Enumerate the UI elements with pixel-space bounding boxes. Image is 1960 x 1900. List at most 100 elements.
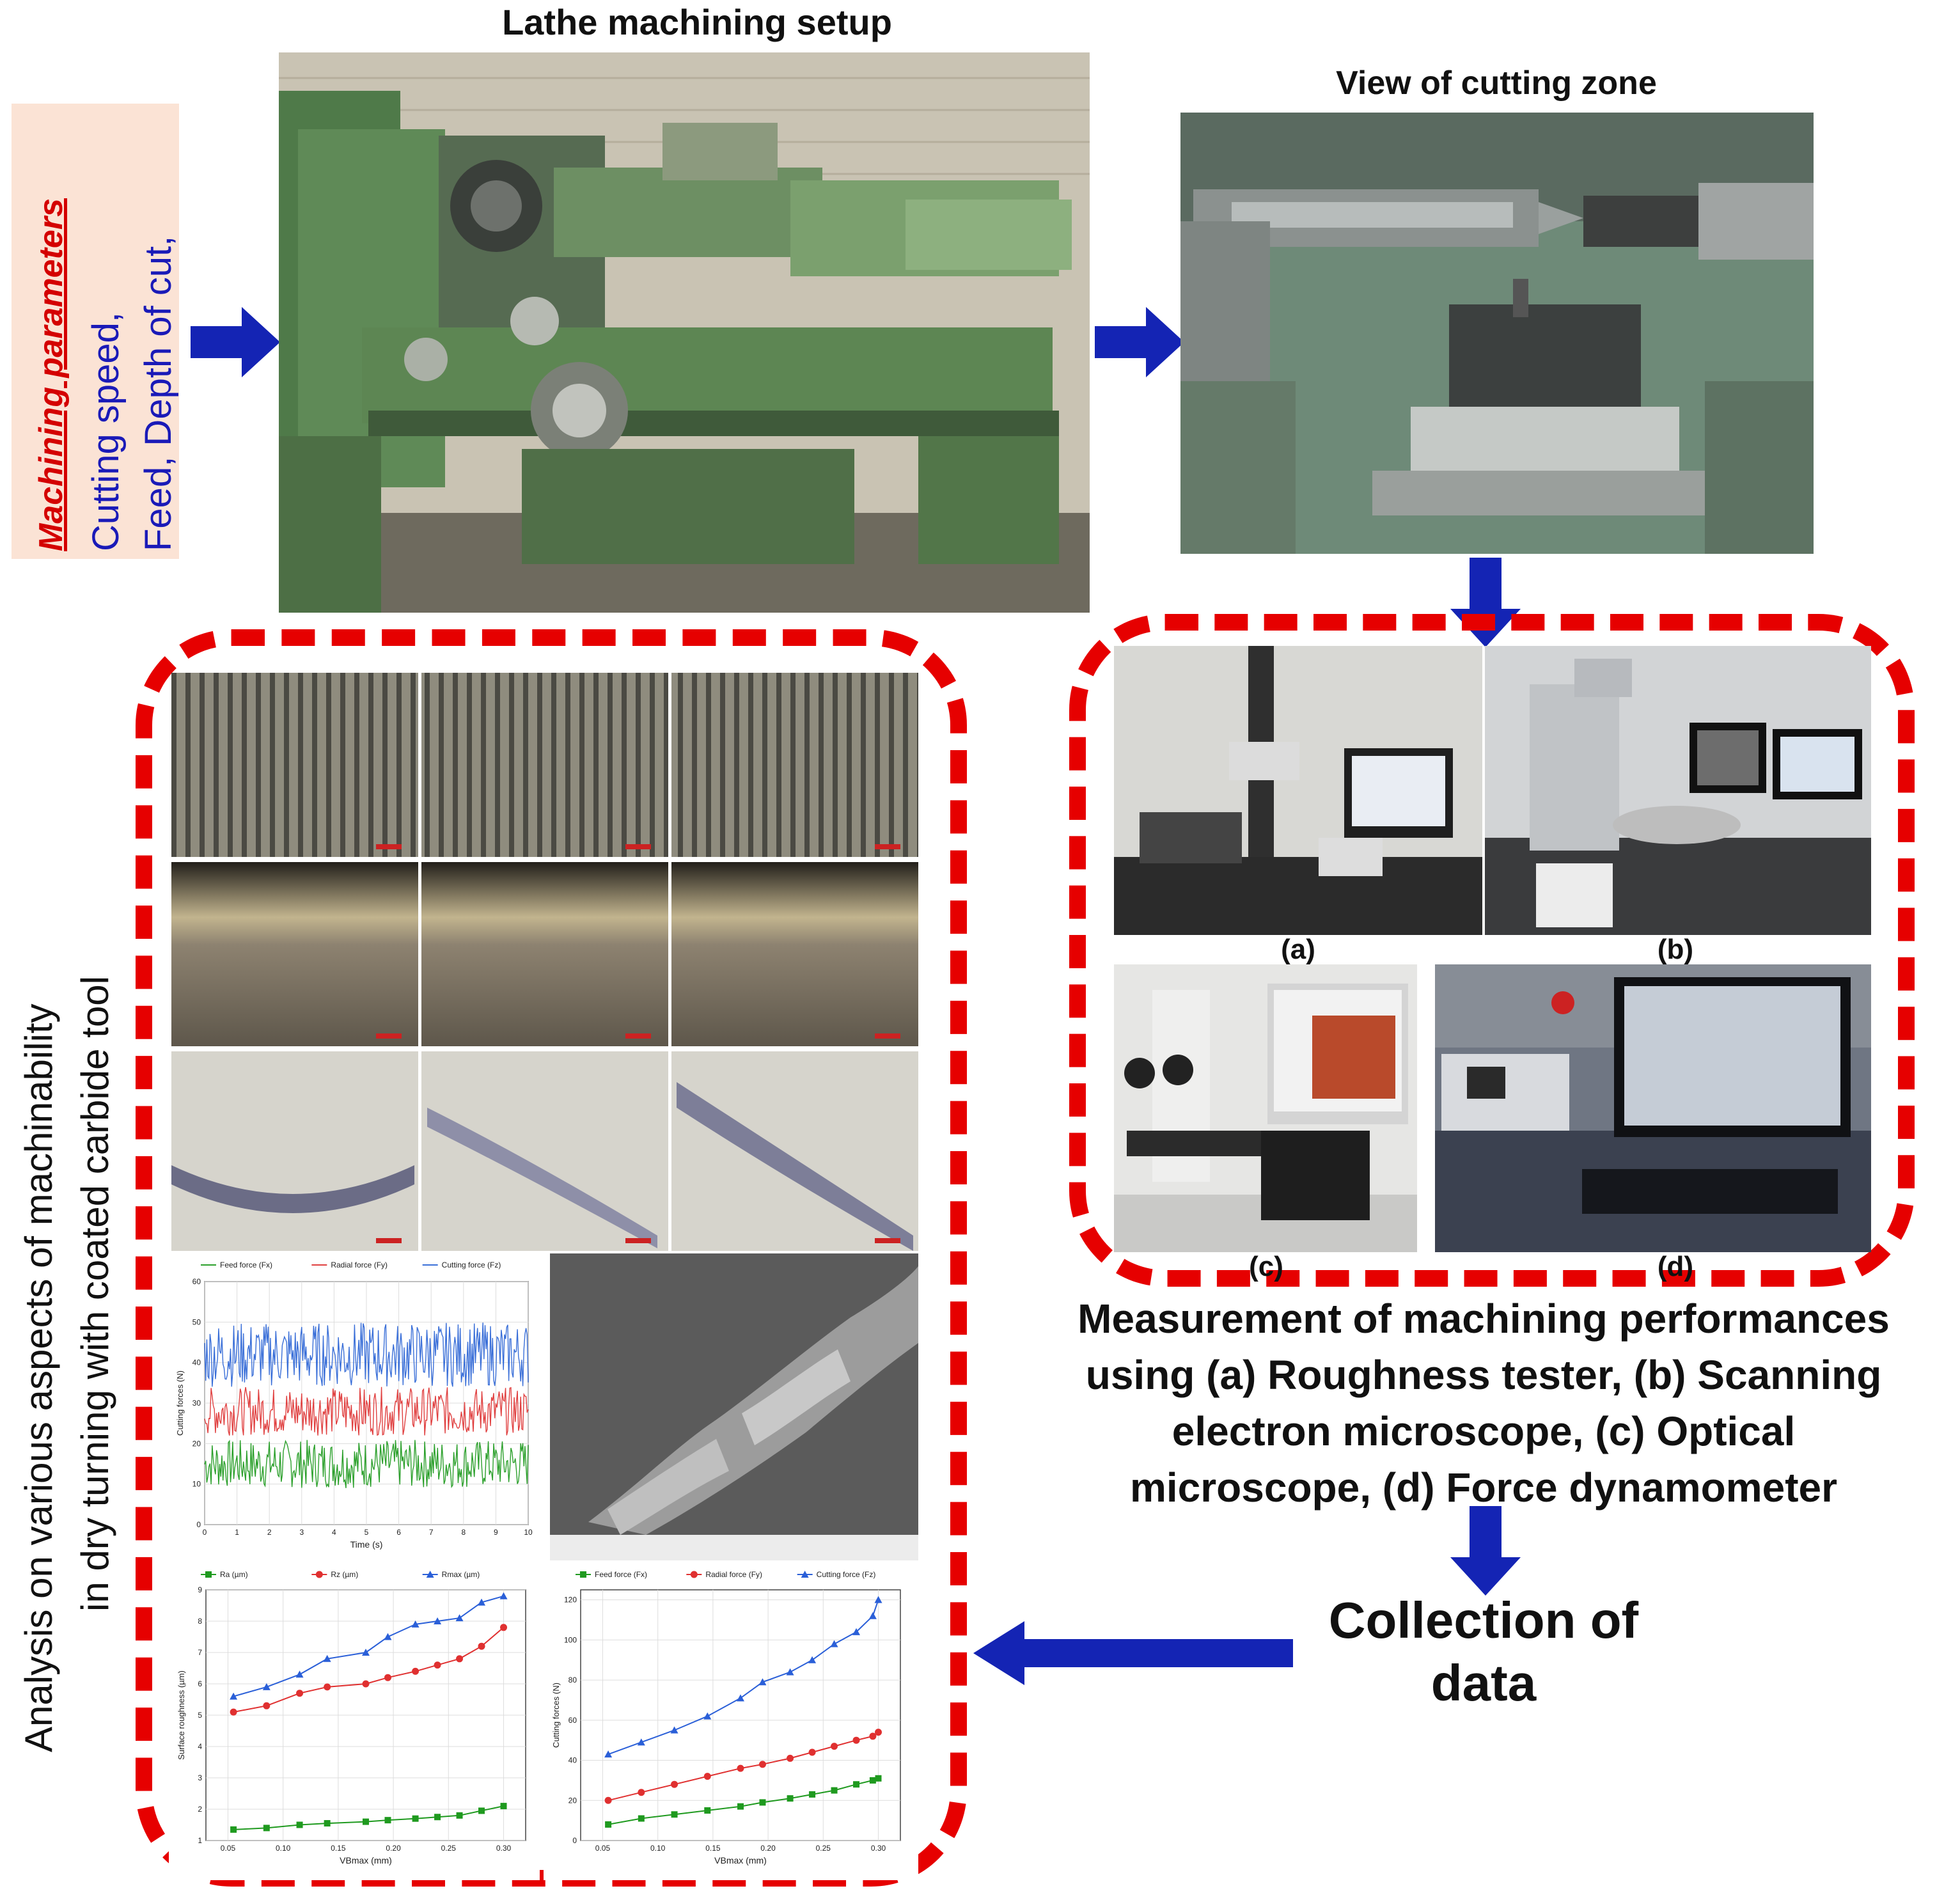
x-tick-label: 6 [396,1528,401,1537]
x-tick-label: 9 [494,1528,498,1537]
data-point [434,1617,442,1624]
label-b: (b) [1657,934,1694,965]
data-point [323,1654,331,1662]
data-point [384,1633,392,1640]
y-tick-label: 8 [198,1617,202,1626]
series-line [233,1805,504,1830]
data-point [852,1736,860,1744]
x-tick-label: 7 [429,1528,434,1537]
x-tick-label: 0.10 [650,1844,666,1853]
arrow-measurement-to-collection [1450,1506,1521,1596]
label-c: (c) [1249,1251,1283,1282]
x-tick-label: 10 [524,1528,533,1537]
label-d: (d) [1657,1251,1694,1282]
data-point [787,1795,794,1802]
lathe-machine-photo [279,52,1090,613]
legend-label: Rmax (µm) [442,1570,480,1579]
y-axis-label: Cutting forces (N) [175,1370,185,1436]
data-point [759,1799,766,1806]
x-tick-label: 0.30 [871,1844,886,1853]
surface-micrograph-grid [171,673,918,1251]
x-tick-label: 4 [332,1528,336,1537]
x-tick-label: 0.30 [496,1844,512,1853]
data-point [478,1807,485,1814]
data-point [362,1680,370,1688]
arrow-params-to-lathe [191,307,280,377]
x-tick-label: 0.05 [221,1844,236,1853]
data-point [324,1683,331,1691]
data-point [604,1750,613,1758]
data-point [412,1815,419,1822]
data-point [296,1821,303,1828]
data-point [384,1817,391,1824]
collection-line-1: Collection of [1328,1592,1639,1649]
legend-label: Ra (µm) [220,1570,248,1579]
data-point [295,1670,304,1678]
collection-of-data: Collection of data [1279,1589,1688,1715]
arrow-lathe-to-zone [1095,307,1184,377]
data-point [455,1614,464,1622]
instruments-dashed-frame [1069,614,1915,1287]
y-tick-label: 0 [572,1836,577,1845]
legend-label: Cutting force (Fz) [817,1570,876,1579]
analysis-line-2: in dry turning with coated carbide tool [74,976,116,1612]
x-tick-label: 2 [267,1528,272,1537]
data-point [263,1702,270,1709]
data-point [831,1743,838,1750]
data-point [737,1764,744,1772]
arrow-collection-to-analysis [973,1621,1293,1685]
y-axis-label: Surface roughness (µm) [176,1670,186,1760]
data-point [875,1775,882,1782]
data-point [869,1777,876,1784]
collection-line-2: data [1431,1654,1537,1711]
lathe-title: Lathe machining setup [502,2,892,42]
y-tick-label: 10 [192,1480,201,1489]
data-point [478,1598,486,1606]
data-point [786,1668,794,1676]
y-tick-label: 6 [198,1679,202,1688]
y-tick-label: 60 [568,1716,577,1725]
data-point [456,1812,463,1819]
data-point [808,1748,816,1756]
x-axis-label: Time (s) [350,1539,383,1550]
y-tick-label: 60 [192,1277,201,1286]
data-point [787,1754,794,1762]
data-point [412,1667,419,1675]
data-point [262,1683,270,1690]
series-line [204,1323,529,1387]
y-tick-label: 3 [198,1773,202,1782]
data-point [690,1571,698,1578]
y-axis-label: Cutting forces (N) [551,1683,561,1748]
data-point [737,1694,744,1702]
data-point [604,1796,612,1804]
x-tick-label: 0 [203,1528,207,1537]
legend-label: Feed force (Fx) [220,1260,272,1269]
roughness-tester-photo [1114,646,1482,935]
data-point [671,1780,678,1788]
data-point [456,1655,464,1663]
x-tick-label: 0.15 [331,1844,346,1853]
measurement-line-3: electron microscope, (c) Optical [1172,1408,1796,1454]
params-heading: Machining parameters [33,198,70,551]
data-point [263,1825,270,1832]
series-line [233,1627,505,1713]
data-point [830,1640,838,1647]
data-point [869,1732,877,1740]
x-tick-label: 0.20 [760,1844,776,1853]
series-line [204,1440,529,1488]
x-axis-label: VBmax (mm) [340,1855,392,1865]
data-point [874,1596,882,1603]
params-line2: Feed, Depth of cut, [137,235,179,551]
data-point [704,1807,711,1814]
x-tick-label: 0.15 [705,1844,721,1853]
measurement-line-4: microscope, (d) Force dynamometer [1129,1464,1838,1511]
x-tick-label: 0.25 [816,1844,831,1853]
data-point [411,1620,419,1628]
y-tick-label: 0 [196,1520,201,1529]
y-tick-label: 100 [564,1635,577,1644]
y-tick-label: 80 [568,1676,577,1684]
data-point [230,1826,237,1833]
sem-photo [1485,646,1871,935]
